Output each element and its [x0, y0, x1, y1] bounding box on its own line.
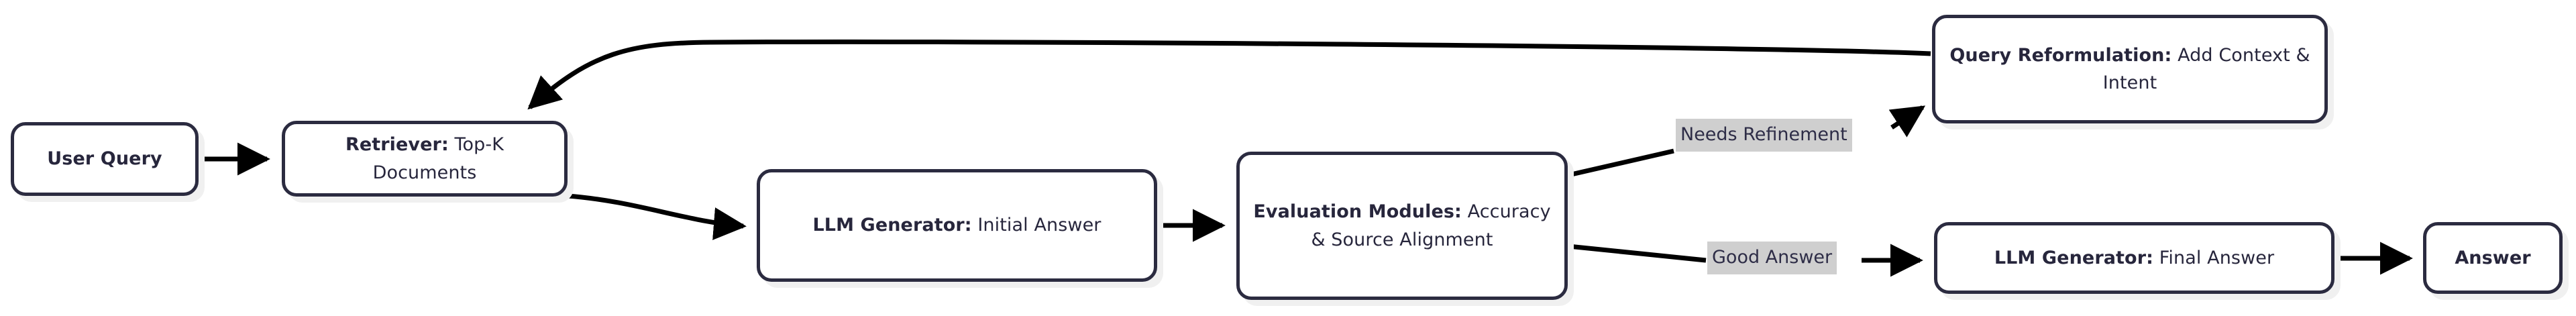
- query-reformulation-node[interactable]: Query Reformulation: Add Context & Inten…: [1932, 15, 2328, 123]
- edge-label-good-answer: Good Answer: [1707, 242, 1837, 274]
- answer-label: Answer: [2455, 247, 2531, 268]
- edge-query-reformulation-to-retriever: [527, 39, 1931, 110]
- edge-evaluation-to-llm-final: [1568, 244, 1923, 277]
- llm-generator-final-node[interactable]: LLM Generator: Final Answer: [1934, 222, 2334, 294]
- user-query-label: User Query: [47, 148, 162, 170]
- edge-retriever-to-llm-initial: [567, 193, 747, 240]
- evaluation-modules-label: Evaluation Modules: Accuracy & Source Al…: [1253, 201, 1551, 250]
- edge-label-needs-refinement: Needs Refinement: [1676, 119, 1852, 152]
- retriever-node[interactable]: Retriever: Top-K Documents: [282, 121, 568, 197]
- llm-generator-initial-node[interactable]: LLM Generator: Initial Answer: [757, 169, 1157, 282]
- evaluation-modules-node[interactable]: Evaluation Modules: Accuracy & Source Al…: [1236, 152, 1568, 300]
- user-query-node[interactable]: User Query: [11, 122, 199, 196]
- llm-generator-final-label: LLM Generator: Final Answer: [1994, 247, 2275, 268]
- llm-generator-initial-label: LLM Generator: Initial Answer: [812, 215, 1102, 236]
- edge-evaluation-to-query-reformulation: [1568, 105, 1926, 178]
- retriever-label: Retriever: Top-K Documents: [345, 134, 504, 183]
- query-reformulation-label: Query Reformulation: Add Context & Inten…: [1949, 44, 2310, 93]
- answer-node[interactable]: Answer: [2423, 222, 2563, 294]
